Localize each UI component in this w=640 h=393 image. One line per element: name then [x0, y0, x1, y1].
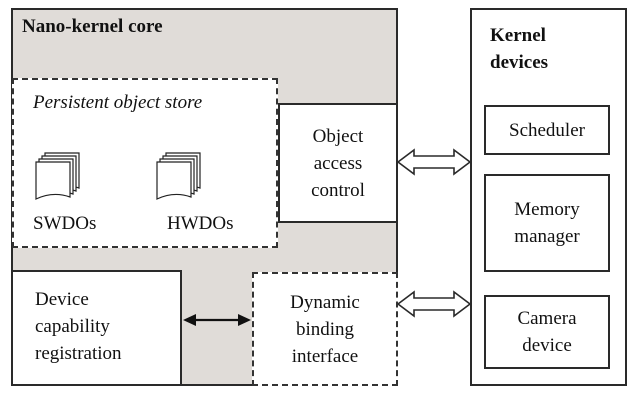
- nano-kernel-core-title: Nano-kernel core: [22, 16, 163, 37]
- hwdos-label: HWDOs: [167, 213, 234, 234]
- camera-device-label: Camera device: [517, 308, 577, 356]
- solid-double-arrow-icon: [183, 314, 251, 326]
- device-capability-registration-label: Device capability registration: [35, 289, 122, 364]
- memory-manager-label: Memory manager: [514, 199, 580, 247]
- hollow-double-arrow-icon: [396, 148, 472, 176]
- document-stack-icon: [156, 152, 201, 200]
- memory-manager-box: Memory manager: [484, 174, 610, 272]
- scheduler-label: Scheduler: [509, 119, 585, 141]
- document-stack-icon: [35, 152, 80, 200]
- dynamic-binding-interface-box: Dynamic binding interface: [252, 272, 398, 386]
- object-access-control-label: Object access control: [311, 125, 365, 201]
- object-access-control-box: Object access control: [278, 103, 398, 223]
- scheduler-box: Scheduler: [484, 105, 610, 155]
- hollow-double-arrow-icon: [396, 290, 472, 318]
- device-capability-registration-box: Device capability registration: [11, 270, 182, 386]
- swdos-label: SWDOs: [33, 213, 97, 234]
- dynamic-binding-interface-label: Dynamic binding interface: [290, 291, 360, 367]
- camera-device-box: Camera device: [484, 295, 610, 369]
- kernel-devices-title: Kernel devices: [490, 25, 549, 73]
- persistent-object-store-title: Persistent object store: [33, 92, 203, 113]
